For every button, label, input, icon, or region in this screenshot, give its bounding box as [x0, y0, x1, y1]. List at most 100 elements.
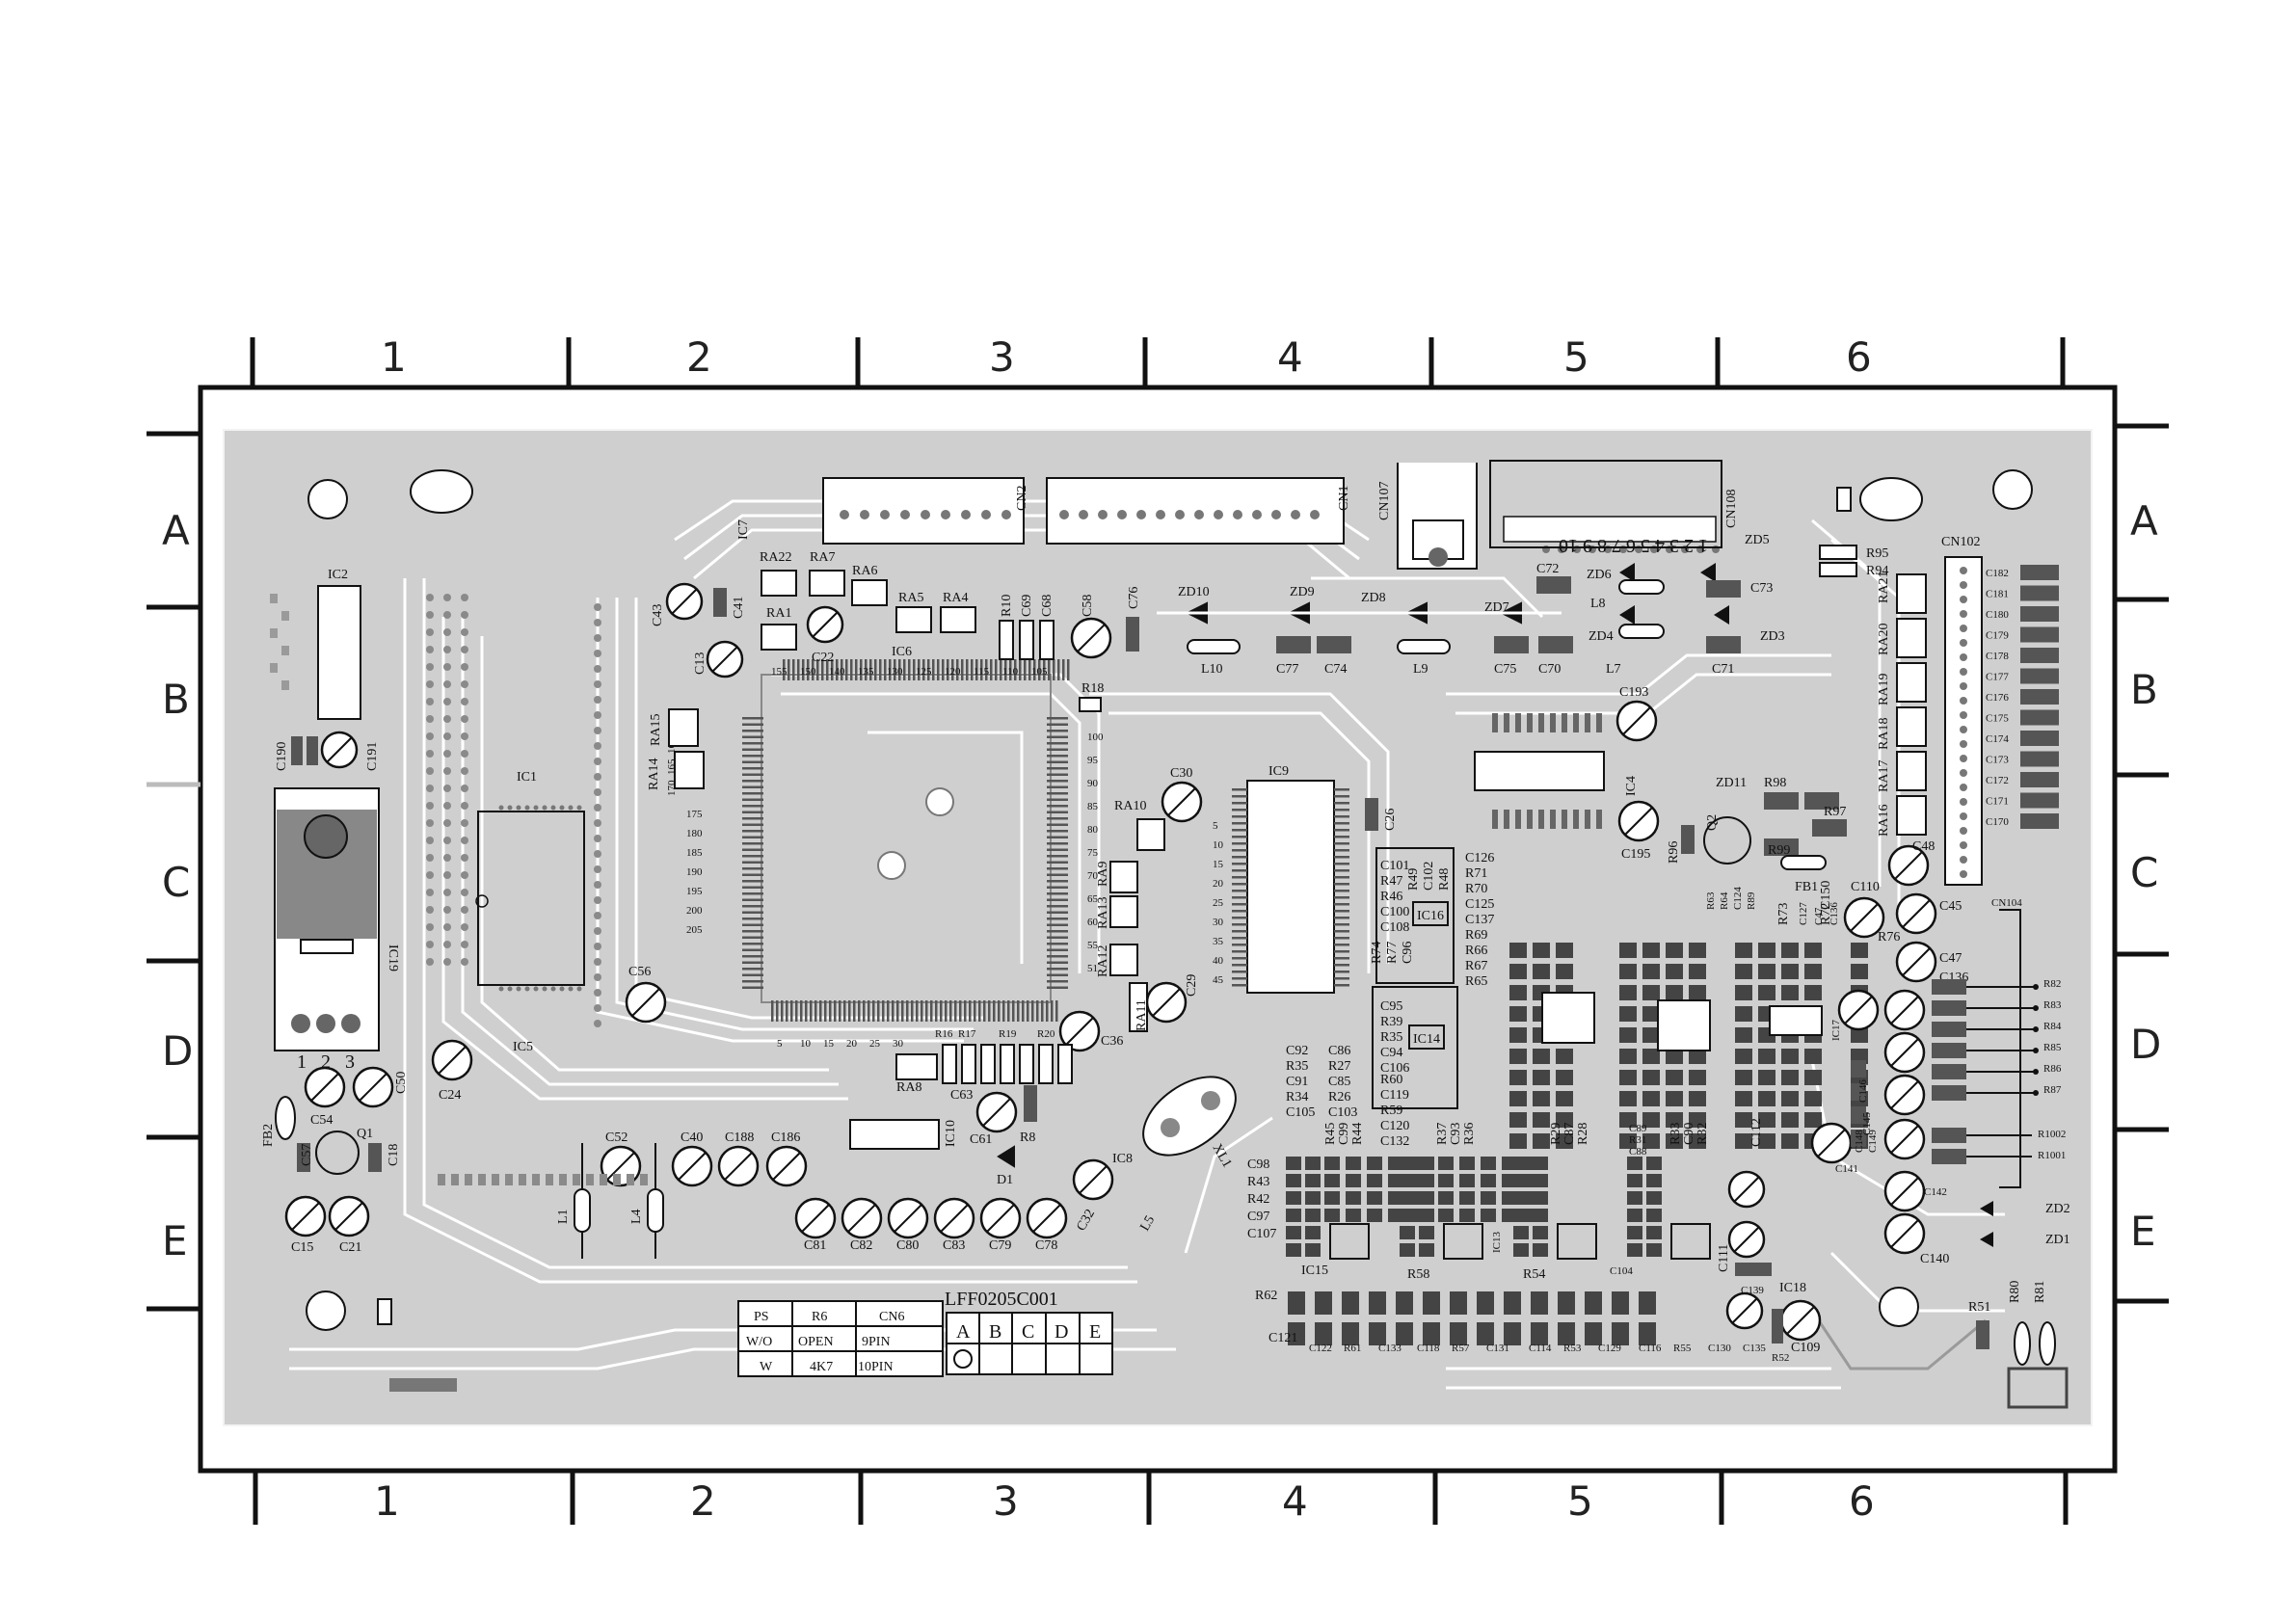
row-left-B: B — [162, 676, 190, 723]
ic6-pin-num-right: 60 — [1087, 917, 1099, 928]
component-label: R57 — [1452, 1343, 1470, 1354]
component-label: C99 — [1337, 1123, 1351, 1145]
c41-label: C41 — [732, 597, 746, 619]
pcb-board — [223, 429, 2093, 1426]
r72-label: R72 — [1819, 903, 1833, 925]
c43-label: C43 — [651, 604, 665, 626]
ic17-region: C110 C45 C47 C136 R76 R72 R73 IC17 — [1776, 880, 1968, 1041]
rev-B: B — [989, 1321, 1001, 1343]
c21-label: C21 — [339, 1240, 361, 1255]
ic6-pin-num-top: 155 — [771, 666, 788, 678]
component-label: C120 — [1380, 1119, 1409, 1133]
cn104-label: CN104 — [1991, 897, 2022, 909]
component-label: R26 — [1328, 1090, 1350, 1104]
component-label: R32 — [1695, 1123, 1710, 1145]
ic9-pin-num: 35 — [1213, 936, 1224, 947]
ic7-region: IC7 RA22 RA7 RA6 RA1 RA5 RA4 C22 C43 C41… — [647, 519, 976, 790]
component-label: C94 — [1380, 1046, 1402, 1060]
component-label: R35 — [1286, 1059, 1308, 1074]
c141-label: C141 — [1835, 1163, 1858, 1175]
column-ruler-top: 1 2 3 4 5 6 — [250, 333, 2066, 387]
ic4-region: IC4 C193 C195 — [1474, 685, 1660, 862]
component-label: R36 — [1462, 1123, 1477, 1145]
r18-label: R18 — [1081, 681, 1104, 696]
ic13-label: IC13 — [1491, 1232, 1503, 1254]
r94-r95: R95 R94 — [1819, 545, 1888, 578]
ic15-label: IC15 — [1301, 1264, 1328, 1278]
r81-label: R81 — [2033, 1281, 2047, 1303]
ic6-pin-num-top: 125 — [916, 666, 932, 678]
c190-c191: C190 C191 — [275, 731, 380, 771]
component-label: C108 — [1380, 920, 1409, 935]
c145-label: C145 — [1861, 1112, 1873, 1135]
q1-pin-1: 1 — [297, 1051, 307, 1073]
c13-label: C13 — [693, 652, 707, 675]
component-label: R31 — [1629, 1134, 1646, 1146]
r20-label: R20 — [1037, 1028, 1055, 1040]
c36-label: C36 — [1101, 1034, 1123, 1049]
component-label: R34 — [1286, 1090, 1308, 1104]
q1-pin-2: 2 — [321, 1051, 331, 1073]
right-cap-labels: C146 C145 C148 C149 C141 C142 C140 — [1835, 1079, 1949, 1266]
row-right-B: B — [2130, 666, 2158, 713]
cn102-cap-label: C181 — [1986, 589, 2009, 600]
ra11-label: RA11 — [1135, 999, 1149, 1031]
mounting-holes — [306, 469, 2033, 1392]
r97-label: R97 — [1824, 805, 1846, 819]
part-number: LFF0205C001 — [945, 1289, 1058, 1310]
c40-label: C40 — [681, 1131, 703, 1145]
component-label: C129 — [1598, 1343, 1621, 1354]
ic6-pin-num-right: 65 — [1087, 893, 1099, 905]
zd1-label: ZD1 — [2045, 1233, 2070, 1247]
ps-cell-0-0: W/O — [746, 1335, 772, 1349]
fb1-label: FB1 — [1795, 880, 1818, 894]
r85-label: R85 — [2043, 1042, 2062, 1053]
ic18-label: IC18 — [1779, 1281, 1806, 1295]
col-top-2: 2 — [686, 333, 712, 381]
ic5-label: IC5 — [513, 1040, 533, 1054]
zener-row: ZD10 ZD9 ZD8 ZD7 L10 L9 C77 C74 C75 C70 — [1157, 585, 1573, 677]
ic6-pin-num-top: 130 — [887, 666, 903, 678]
zd5-label: ZD5 — [1745, 533, 1770, 547]
ic9-pin-num: 20 — [1213, 878, 1224, 890]
zd3-label: ZD3 — [1760, 629, 1785, 644]
ic6-pin-num-bottom: 5 — [777, 1038, 783, 1050]
ra15-label: RA15 — [649, 714, 663, 746]
ic6-label: IC6 — [892, 645, 912, 659]
col-bottom-1: 1 — [374, 1477, 400, 1525]
col-bottom-5: 5 — [1567, 1477, 1593, 1525]
row-left-E: E — [162, 1217, 188, 1264]
c112-label: C112 — [1749, 1118, 1764, 1147]
component-label: R33 — [1669, 1123, 1683, 1145]
component-label: C85 — [1328, 1075, 1350, 1089]
ps-cell-0-2: 9PIN — [862, 1335, 891, 1349]
component-label: R89 — [1746, 891, 1757, 910]
c45-label: C45 — [1939, 899, 1962, 914]
ic9-pin-num: 40 — [1213, 955, 1224, 967]
ic6-pin-num-top: 150 — [800, 666, 816, 678]
ic6-pin-num-bottom: 30 — [893, 1038, 904, 1050]
cn1-label: CN1 — [1337, 486, 1351, 511]
cn102-label: CN102 — [1941, 535, 1980, 549]
row-right-C: C — [2130, 849, 2158, 896]
component-label: C127 — [1798, 902, 1809, 925]
component-label: R64 — [1719, 891, 1730, 910]
c188-label: C188 — [725, 1131, 754, 1145]
component-label: R67 — [1465, 959, 1487, 973]
cn102-cap-label: C171 — [1986, 796, 2009, 808]
zd7-label: ZD7 — [1484, 600, 1509, 615]
c74-label: C74 — [1324, 662, 1347, 677]
component-label: R77 — [1385, 942, 1400, 964]
ic6-pin-num-right: 55 — [1087, 940, 1099, 951]
ic6-pin-num-right: 95 — [1087, 755, 1099, 766]
cn102-cap-label: C177 — [1986, 672, 2009, 683]
zd10-label: ZD10 — [1178, 585, 1210, 599]
component-label: C131 — [1486, 1343, 1509, 1354]
ra20-label: RA20 — [1877, 624, 1891, 655]
c30-label: C30 — [1170, 766, 1192, 781]
component-label: C133 — [1378, 1343, 1402, 1354]
c15-label: C15 — [291, 1240, 313, 1255]
r84-label: R84 — [2043, 1021, 2062, 1032]
component-label: C130 — [1708, 1343, 1731, 1354]
